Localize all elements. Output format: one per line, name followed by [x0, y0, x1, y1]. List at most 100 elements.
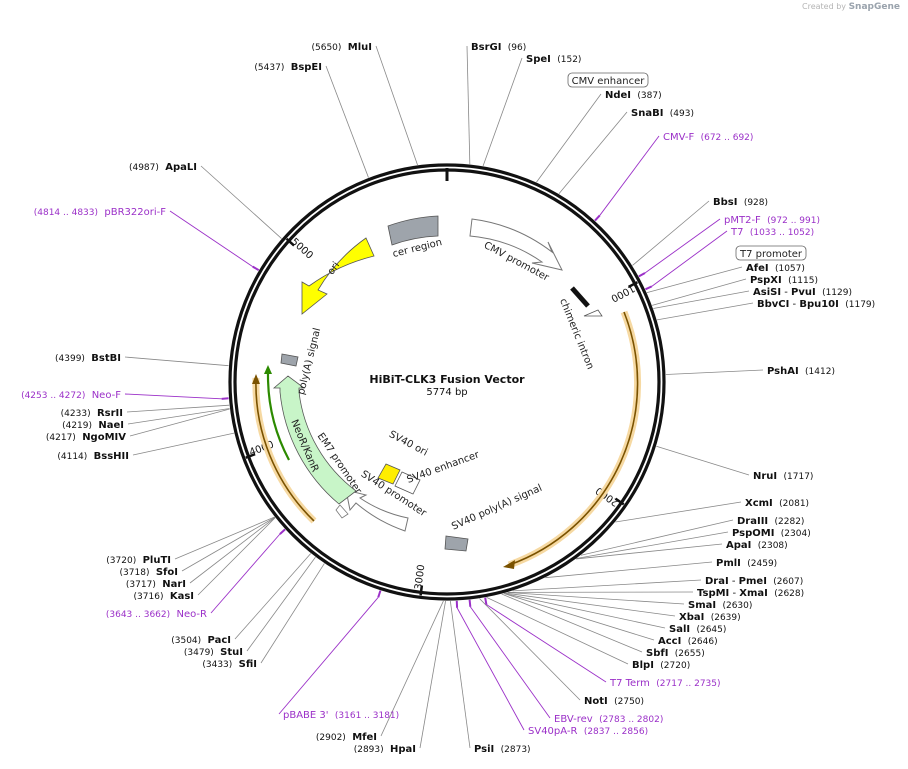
primer-site-pmt2-f — [638, 272, 646, 278]
enzyme-leader-draiii — [580, 519, 734, 556]
enzyme-leader-ndei — [536, 93, 602, 183]
cmv-enhancer-box — [567, 72, 649, 88]
enzyme-position: (2308) — [758, 541, 788, 551]
primer-pbabe-3[interactable]: pBABE 3' (3161 .. 3181) — [283, 710, 399, 721]
enzyme-name: NotI — [584, 696, 608, 707]
enzyme-spei[interactable]: SpeI (152) — [526, 54, 581, 65]
enzyme-mfei[interactable]: (2902) MfeI — [316, 732, 377, 743]
enzyme-pluti[interactable]: (3720) PluTI — [106, 555, 171, 566]
primer-neo-f[interactable]: (4253 .. 4272) Neo-F — [21, 390, 121, 401]
primer-pmt2-f[interactable]: pMT2-F (972 .. 991) — [724, 215, 820, 226]
primer-neo-r[interactable]: (3643 .. 3662) Neo-R — [106, 609, 207, 620]
primer-t7-term[interactable]: T7 Term (2717 .. 2735) — [609, 678, 721, 689]
primer-name: Neo-F — [92, 390, 122, 401]
primer-pbr322ori-f[interactable]: (4814 .. 4833) pBR322ori-F — [34, 207, 167, 218]
enzyme-bsshii[interactable]: (4114) BssHII — [57, 451, 129, 462]
enzyme-pspomi[interactable]: PspOMI (2304) — [732, 528, 811, 539]
enzyme-position: (5650) — [311, 43, 341, 53]
enzyme-draiii[interactable]: DraIII (2282) — [737, 516, 804, 527]
enzyme-afei[interactable]: AfeI (1057) — [746, 263, 805, 274]
primer-sv40pa-r[interactable]: SV40pA-R (2837 .. 2856) — [528, 726, 648, 737]
enzyme-pspxi[interactable]: PspXI (1115) — [750, 275, 818, 286]
orf-neor-inner-arrowhead — [264, 365, 272, 374]
label-leader-lines — [124, 45, 764, 749]
enzyme-bsrgi[interactable]: BsrGI (96) — [471, 42, 526, 53]
enzyme-bspei[interactable]: (5437) BspEI — [254, 62, 322, 73]
enzyme-mlui[interactable]: (5650) MluI — [311, 42, 372, 53]
enzyme-sfii[interactable]: (3433) SfiI — [202, 659, 257, 670]
enzyme-leader-sfii — [260, 563, 325, 664]
enzyme-snabi[interactable]: SnaBI (493) — [631, 108, 694, 119]
orf-clk3 — [508, 311, 639, 566]
enzyme-leader-pspxi — [652, 278, 747, 306]
plasmid-size: 5774 bp — [426, 387, 467, 398]
enzyme-pmli[interactable]: PmlI (2459) — [716, 558, 777, 569]
enzyme-name: SfiI — [239, 659, 257, 670]
primer-range: (2717 .. 2735) — [656, 679, 720, 689]
enzyme-position: (1129) — [822, 288, 852, 298]
enzyme-name: NruI — [753, 471, 777, 482]
enzyme-blpi[interactable]: BlpI (2720) — [632, 660, 690, 671]
enzyme-name: DraI — [705, 576, 729, 587]
enzyme-paci[interactable]: (3504) PacI — [171, 635, 231, 646]
enzyme-drai[interactable]: DraI - PmeI (2607) — [705, 576, 803, 587]
enzyme-leader-drai — [512, 579, 702, 592]
primer-name: Neo-R — [177, 609, 208, 620]
primer-site-neo-f — [221, 397, 229, 400]
primer-name: pBR322ori-F — [104, 207, 166, 218]
enzyme-acci[interactable]: AccI (2646) — [658, 636, 718, 647]
enzyme-leader-rsrii — [126, 404, 230, 413]
enzyme-apai[interactable]: ApaI (2308) — [726, 540, 788, 551]
primer-range: (3643 .. 3662) — [106, 610, 170, 620]
enzyme-bbsi[interactable]: BbsI (928) — [713, 197, 768, 208]
enzyme-noti[interactable]: NotI (2750) — [584, 696, 644, 707]
enzyme-position: (4217) — [46, 433, 76, 443]
enzyme-sfoi[interactable]: (3718) SfoI — [120, 567, 178, 578]
enzyme-nari[interactable]: (3717) NarI — [126, 579, 186, 590]
enzyme-naei[interactable]: (4219) NaeI — [62, 420, 124, 431]
enzyme-name: NdeI — [605, 90, 631, 101]
enzyme-tspmi[interactable]: TspMI - XmaI (2628) — [697, 588, 804, 599]
enzyme-leader-bsshii — [132, 432, 235, 456]
primer-name: EBV-rev — [554, 714, 593, 725]
feature-sv40-enhancer — [394, 471, 421, 495]
enzyme-nrui[interactable]: NruI (1717) — [753, 471, 813, 482]
enzyme-bbvci[interactable]: BbvCI - Bpu10I (1179) — [757, 299, 875, 310]
tick-mark-1000 — [628, 281, 639, 288]
enzyme-position: (4114) — [57, 452, 87, 462]
enzyme-leader-acci — [503, 593, 655, 641]
enzyme-name: SfoI — [156, 567, 178, 578]
enzyme-kasi[interactable]: (3716) KasI — [134, 591, 194, 602]
enzyme-rsrii[interactable]: (4233) RsrII — [61, 408, 123, 419]
enzyme-hpai[interactable]: (2893) HpaI — [354, 744, 416, 755]
enzyme-apali[interactable]: (4987) ApaLI — [129, 162, 197, 173]
enzyme-pshai[interactable]: PshAI (1412) — [767, 366, 835, 377]
enzyme-position: (4233) — [61, 409, 91, 419]
enzyme-leader-nari — [189, 517, 276, 584]
enzyme-asisi[interactable]: AsiSI - PvuI (1129) — [753, 287, 852, 298]
enzyme-name: XcmI — [745, 498, 773, 509]
enzyme-sbfi[interactable]: SbfI (2655) — [646, 648, 705, 659]
enzyme-name: XmaI — [739, 588, 768, 599]
enzyme-xcmi[interactable]: XcmI (2081) — [745, 498, 809, 509]
primer-cmv-f[interactable]: CMV-F (672 .. 692) — [663, 132, 753, 143]
primer-ebv-rev[interactable]: EBV-rev (2783 .. 2802) — [554, 714, 663, 725]
enzyme-position: (1179) — [845, 300, 875, 310]
primer-range: (4814 .. 4833) — [34, 208, 98, 218]
enzyme-ngomiv[interactable]: (4217) NgoMIV — [46, 432, 126, 443]
enzyme-name: XbaI — [679, 612, 704, 623]
primer-leader-pbabe-3 — [278, 597, 379, 715]
enzyme-xbai[interactable]: XbaI (2639) — [679, 612, 741, 623]
enzyme-name: AsiSI — [753, 287, 781, 298]
primer-t7[interactable]: T7 (1033 .. 1052) — [730, 227, 814, 238]
tick-label-1000: 1000 — [609, 282, 637, 304]
enzyme-smai[interactable]: SmaI (2630) — [688, 600, 752, 611]
enzyme-bstbi[interactable]: (4399) BstBI — [55, 353, 121, 364]
enzyme-psii[interactable]: PsiI (2873) — [474, 744, 531, 755]
enzyme-sali[interactable]: SalI (2645) — [669, 624, 726, 635]
enzyme-position: (3716) — [134, 592, 164, 602]
enzyme-name: BbvCI — [757, 299, 789, 310]
enzyme-ndei[interactable]: NdeI (387) — [605, 90, 662, 101]
enzyme-stui[interactable]: (3479) StuI — [184, 647, 243, 658]
enzyme-leader-sbfi — [501, 593, 643, 653]
